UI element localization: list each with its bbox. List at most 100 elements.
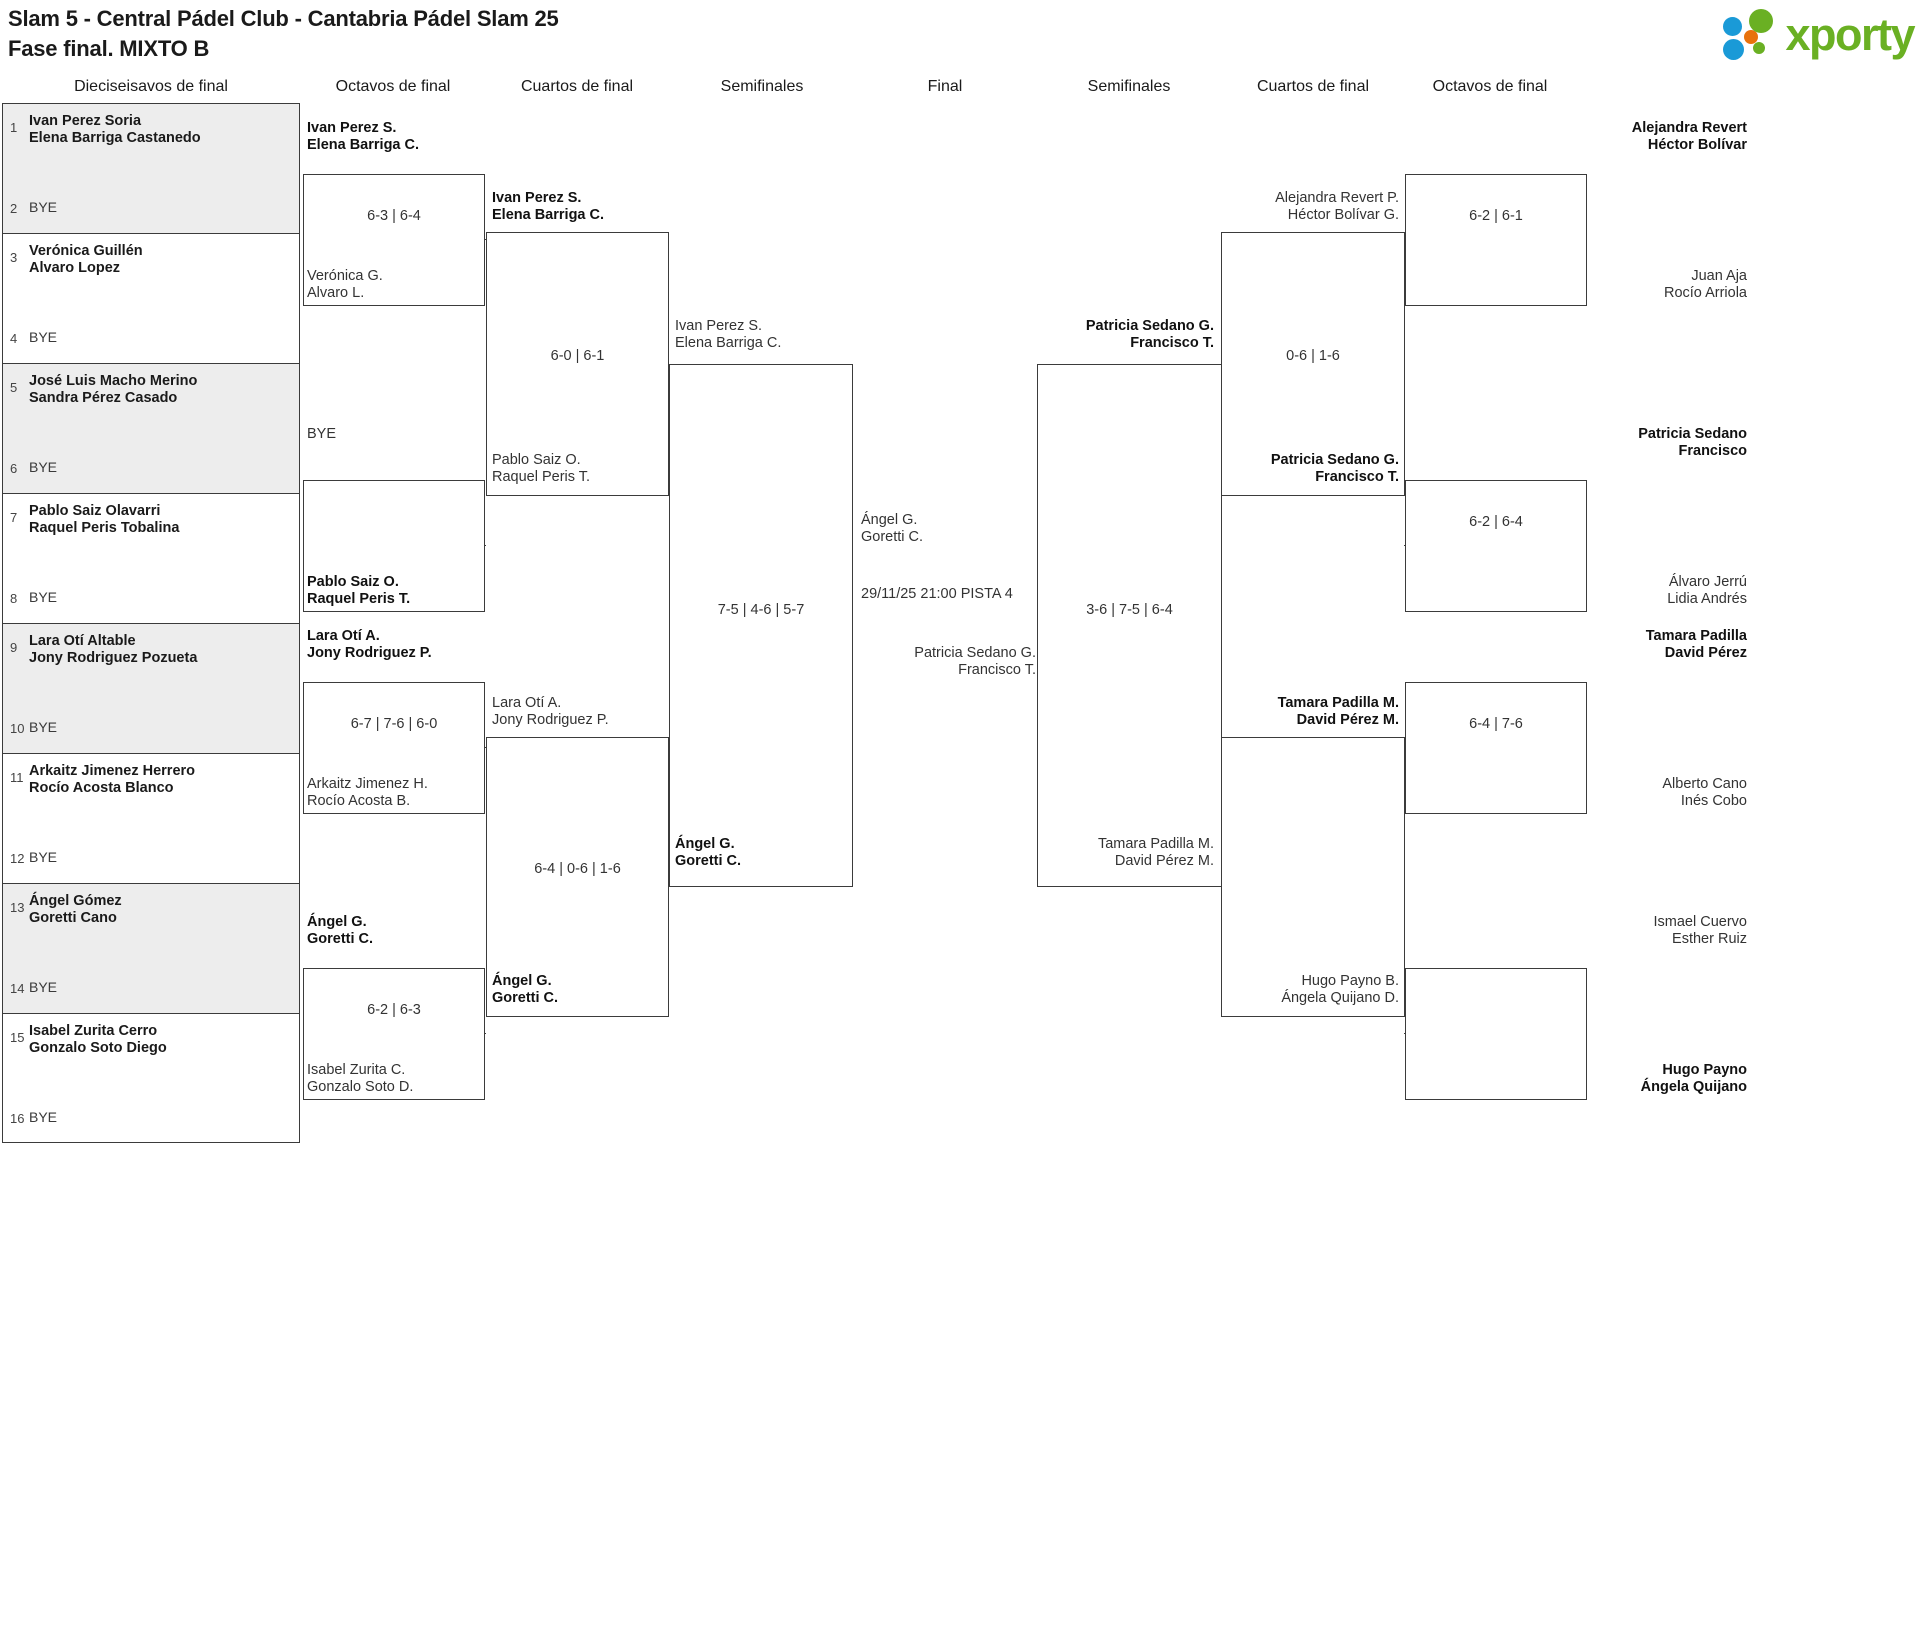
semifinal-left-box[interactable] bbox=[669, 364, 853, 887]
team-label: Lara Otí A.Jony Rodriguez P. bbox=[492, 695, 609, 728]
cuartos-right-box-0[interactable] bbox=[1221, 232, 1405, 496]
xporty-wordmark: xporty bbox=[1785, 8, 1915, 60]
connector-line bbox=[1404, 1033, 1405, 1034]
connector-line bbox=[485, 545, 486, 546]
seed-number: 2 bbox=[10, 201, 18, 216]
page-title: Slam 5 - Central Pádel Club - Cantabria … bbox=[8, 4, 559, 63]
team-label: Verónica G.Alvaro L. bbox=[307, 268, 383, 301]
octavos-left-box-0[interactable] bbox=[303, 174, 485, 306]
team-label: Patricia Sedano G.Francisco T. bbox=[1085, 318, 1214, 351]
round-header-7: Octavos de final bbox=[1432, 78, 1548, 95]
match-score: 6-4 | 7-6 bbox=[1469, 716, 1523, 732]
seed-number: 3 bbox=[10, 250, 18, 265]
cuartos-left-box-0[interactable] bbox=[486, 232, 669, 496]
octavos-right-box-1[interactable] bbox=[1405, 480, 1587, 612]
seed-number: 8 bbox=[10, 591, 18, 606]
seed-number: 12 bbox=[10, 851, 25, 866]
match-score: 6-7 | 7-6 | 6-0 bbox=[350, 716, 438, 732]
round-header-6: Cuartos de final bbox=[1256, 78, 1370, 95]
seed-team: BYE bbox=[29, 589, 58, 605]
team-label: Tamara Padilla M.David Pérez M. bbox=[1277, 695, 1399, 728]
octavos-left-box-3[interactable] bbox=[303, 968, 485, 1100]
team-label: Patricia Sedano G.Francisco T. bbox=[914, 645, 1036, 678]
team-label: Isabel Zurita C.Gonzalo Soto D. bbox=[307, 1062, 414, 1095]
seed-number: 6 bbox=[10, 461, 18, 476]
team-label: BYE bbox=[307, 426, 337, 442]
match-score: 6-3 | 6-4 bbox=[367, 208, 421, 224]
semifinal-right-box[interactable] bbox=[1037, 364, 1222, 887]
connector-line bbox=[485, 747, 486, 748]
title-line-1: Slam 5 - Central Pádel Club - Cantabria … bbox=[8, 6, 559, 31]
cuartos-right-box-1[interactable] bbox=[1221, 737, 1405, 1017]
team-label: Ángel G.Goretti C. bbox=[861, 512, 924, 545]
xporty-dots-icon bbox=[1723, 9, 1781, 60]
match-score: 0-6 | 1-6 bbox=[1286, 348, 1340, 364]
match-score: 6-0 | 6-1 bbox=[550, 348, 605, 364]
team-label: Arkaitz Jimenez H.Rocío Acosta B. bbox=[307, 776, 428, 809]
seed-team: BYE bbox=[29, 979, 58, 995]
seed-team: BYE bbox=[29, 719, 58, 735]
seed-team: BYE bbox=[29, 329, 58, 345]
team-label: Ivan Perez S.Elena Barriga C. bbox=[492, 190, 605, 223]
team-label: Pablo Saiz O.Raquel Peris T. bbox=[307, 574, 411, 607]
match-score: 7-5 | 4-6 | 5-7 bbox=[717, 601, 805, 618]
team-label: Alejandra Revert P.Héctor Bolívar G. bbox=[1275, 190, 1399, 223]
connector-line bbox=[1404, 239, 1405, 240]
seed-number: 1 bbox=[10, 120, 18, 135]
match-score: 6-4 | 0-6 | 1-6 bbox=[534, 861, 621, 877]
seed-number: 11 bbox=[10, 770, 24, 785]
round-header-1: Octavos de final bbox=[335, 78, 451, 95]
seed-number: 5 bbox=[10, 380, 18, 395]
team-label: Ivan Perez S.Elena Barriga C. bbox=[307, 120, 420, 153]
connector-line bbox=[485, 1033, 486, 1034]
round-header-2: Cuartos de final bbox=[520, 78, 634, 95]
octavos-right-box-2[interactable] bbox=[1405, 682, 1587, 814]
seed-number: 13 bbox=[10, 900, 25, 915]
octavos-right-box-3[interactable] bbox=[1405, 968, 1587, 1100]
octavos-right-box-0[interactable] bbox=[1405, 174, 1587, 306]
seed-number: 16 bbox=[10, 1111, 25, 1126]
match-score: 6-2 | 6-3 bbox=[367, 1002, 421, 1018]
seed-number: 14 bbox=[10, 981, 25, 996]
round-header-5: Semifinales bbox=[1087, 78, 1171, 95]
octavos-left-box-1[interactable] bbox=[303, 480, 485, 612]
match-score: 3-6 | 7-5 | 6-4 bbox=[1086, 601, 1173, 618]
connector-line bbox=[485, 239, 486, 240]
title-line-2: Fase final. MIXTO B bbox=[8, 35, 210, 61]
octavos-left-box-2[interactable] bbox=[303, 682, 485, 814]
xporty-logo[interactable]: xporty bbox=[1723, 8, 1915, 60]
round-header-0: Dieciseisavos de final bbox=[74, 78, 228, 95]
team-label: Tamara Padilla M.David Pérez M. bbox=[1097, 836, 1214, 869]
cuartos-left-box-1[interactable] bbox=[486, 737, 669, 1017]
seed-team: BYE bbox=[29, 849, 58, 865]
team-label: Pablo Saiz O.Raquel Peris T. bbox=[492, 452, 591, 485]
team-label: Ivan Perez S.Elena Barriga C. bbox=[675, 318, 782, 351]
seed-team: BYE bbox=[29, 1109, 58, 1125]
seed-number: 10 bbox=[10, 721, 25, 736]
team-label: Ángel G.Goretti C. bbox=[675, 836, 742, 869]
